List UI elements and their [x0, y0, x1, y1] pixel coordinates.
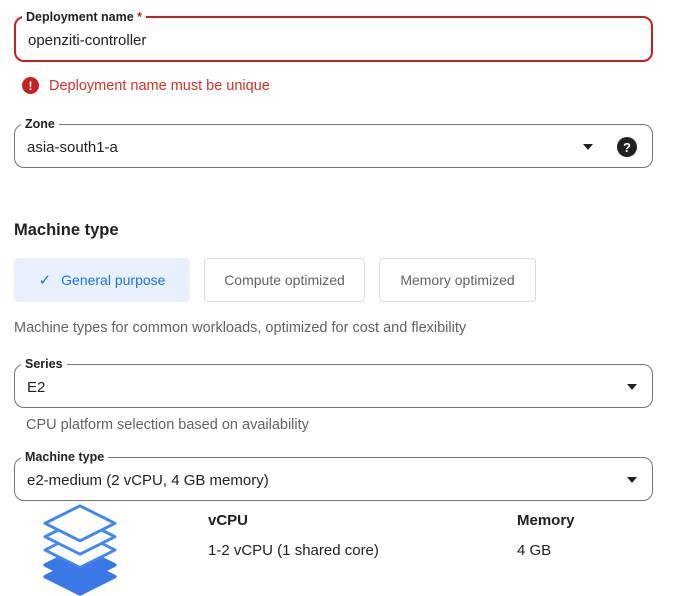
series-value: E2 [27, 378, 46, 396]
zone-value: asia-south1-a [27, 138, 118, 156]
machine-family-layers-icon [43, 504, 117, 596]
machine-type-description: Machine types for common workloads, opti… [14, 320, 467, 336]
tab-label: Memory optimized [400, 272, 515, 288]
required-asterisk: * [137, 10, 143, 24]
chevron-down-icon [583, 144, 593, 150]
spec-memory-value: 4 GB [517, 542, 552, 559]
spec-memory: Memory 4 GB [517, 512, 575, 559]
series-select[interactable]: Series E2 [14, 356, 653, 408]
deployment-form: Deployment name * ! Deployment name must… [0, 9, 680, 596]
machine-family-tabs: ✓ General purpose Compute optimized Memo… [14, 258, 680, 302]
machine-specs: vCPU 1-2 vCPU (1 shared core) Memory 4 G… [0, 501, 680, 596]
deployment-name-input[interactable] [28, 31, 636, 49]
tab-label: Compute optimized [224, 272, 345, 288]
chevron-down-icon [627, 384, 637, 390]
zone-select[interactable]: Zone asia-south1-a ? [14, 116, 653, 168]
zone-help-icon[interactable]: ? [617, 137, 637, 157]
cpu-platform-helper: CPU platform selection based on availabi… [26, 417, 309, 433]
spec-vcpu-value: 1-2 vCPU (1 shared core) [208, 542, 379, 559]
tab-memory-optimized[interactable]: Memory optimized [379, 258, 536, 302]
machine-type-value: e2-medium (2 vCPU, 4 GB memory) [27, 471, 269, 489]
spec-vcpu-header: vCPU [208, 512, 249, 529]
tab-label: General purpose [61, 272, 166, 288]
zone-label: Zone [21, 116, 59, 133]
error-icon: ! [22, 77, 39, 94]
tab-general-purpose[interactable]: ✓ General purpose [14, 258, 190, 302]
deployment-name-field[interactable]: Deployment name * [14, 9, 653, 62]
checkmark-icon: ✓ [38, 272, 52, 289]
deployment-name-error: ! Deployment name must be unique [22, 77, 680, 94]
machine-type-select[interactable]: Machine type e2-medium (2 vCPU, 4 GB mem… [14, 449, 653, 501]
tab-compute-optimized[interactable]: Compute optimized [204, 258, 365, 302]
chevron-down-icon [627, 477, 637, 483]
series-label: Series [21, 356, 67, 373]
spec-memory-header: Memory [517, 512, 575, 529]
error-message-text: Deployment name must be unique [49, 77, 270, 94]
machine-type-heading: Machine type [14, 221, 119, 239]
spec-vcpu: vCPU 1-2 vCPU (1 shared core) [208, 512, 379, 559]
machine-type-label: Machine type [21, 449, 109, 466]
deployment-name-label: Deployment name * [22, 9, 147, 26]
